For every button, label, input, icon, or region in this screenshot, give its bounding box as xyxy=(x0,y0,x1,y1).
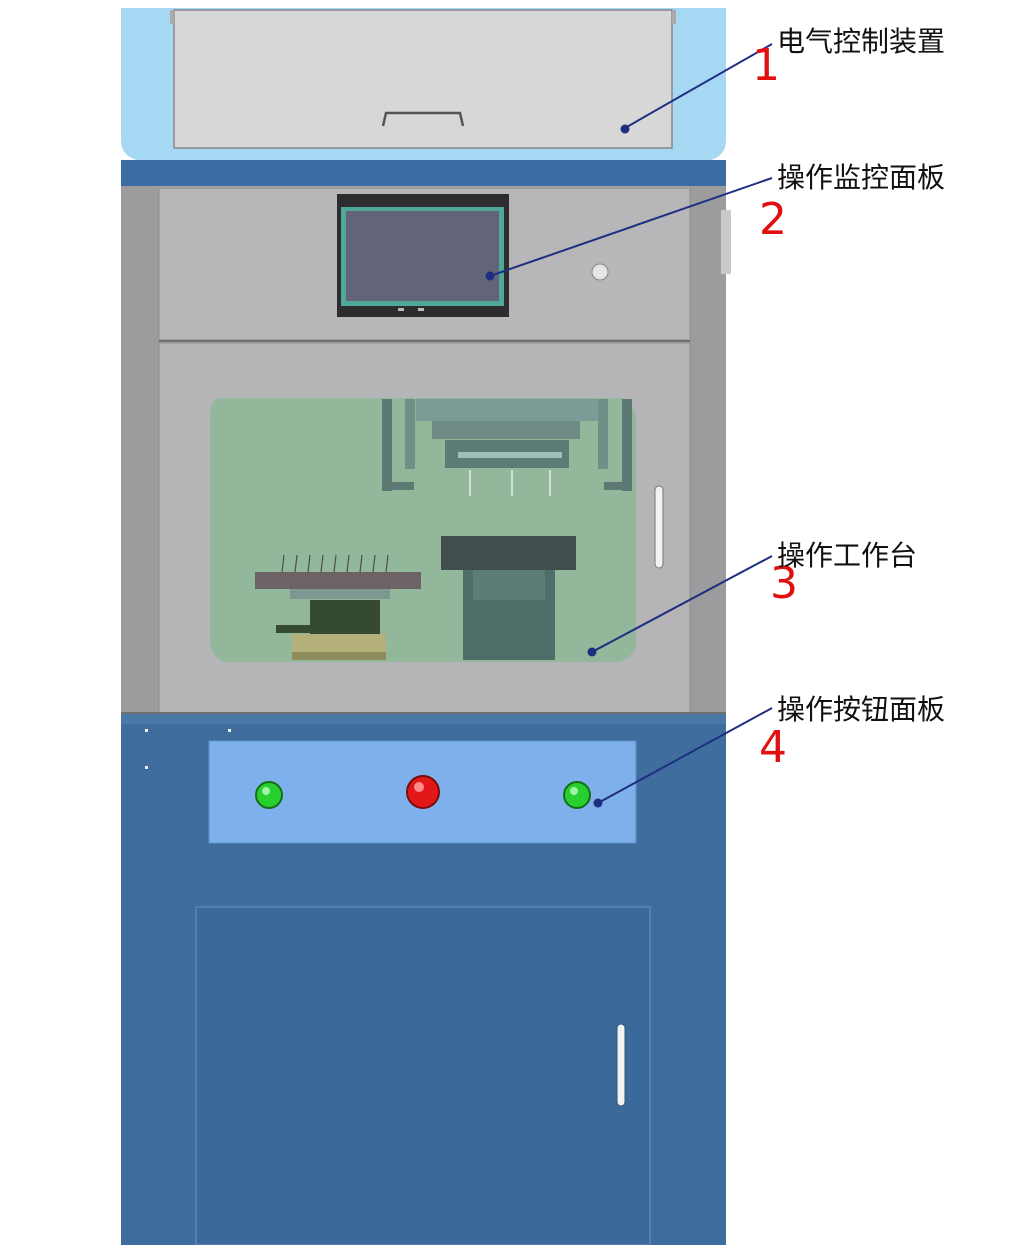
indicator-light-icon xyxy=(591,263,609,281)
leader-line-1 xyxy=(624,43,773,129)
callout-number-3: 3 xyxy=(770,558,798,609)
electrical-control-unit xyxy=(121,8,726,186)
workbench xyxy=(210,398,664,662)
leader-line-4 xyxy=(597,707,773,804)
door-handle-icon xyxy=(654,485,664,569)
drawer-handle-icon xyxy=(381,111,465,127)
callout-number-4: 4 xyxy=(759,722,787,773)
green-button-left xyxy=(255,781,283,809)
callout-label-2: 操作监控面板 xyxy=(777,161,946,194)
green-button-right xyxy=(563,781,591,809)
emergency-stop-button xyxy=(406,775,440,809)
lower-cabinet xyxy=(121,714,726,1246)
pointer-dot-4 xyxy=(593,798,603,808)
leader-lines xyxy=(489,43,773,804)
cabinet-handle-icon xyxy=(616,1023,626,1107)
monitor-panel xyxy=(337,194,609,317)
leader-line-2 xyxy=(489,177,773,277)
pointer-dot-1 xyxy=(620,124,630,134)
callout-label-3: 操作工作台 xyxy=(777,539,918,572)
button-panel xyxy=(208,740,637,844)
pointer-dot-2 xyxy=(485,271,495,281)
pointer-dot-3 xyxy=(587,647,597,657)
callout-number-1: 1 xyxy=(752,40,780,91)
leader-line-3 xyxy=(591,555,773,653)
callout-number-2: 2 xyxy=(759,194,787,245)
callout-label-1: 电气控制装置 xyxy=(777,25,946,58)
callout-label-4: 操作按钮面板 xyxy=(777,693,946,726)
